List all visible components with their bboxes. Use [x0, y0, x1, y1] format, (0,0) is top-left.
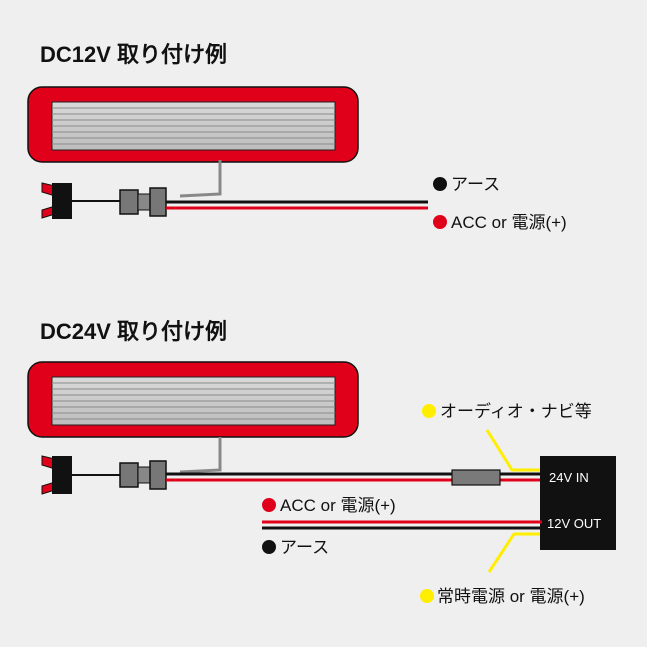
converter-output-label: 12V OUT — [547, 516, 601, 531]
constant-label: 常時電源 or 電源(+) — [437, 587, 585, 606]
converter-input-label: 24V IN — [549, 470, 589, 485]
section-dc24v: DC24V 取り付け例 — [27, 319, 616, 606]
connector-body — [52, 183, 72, 219]
constant-bullet — [420, 589, 434, 603]
acc-label: ACC or 電源(+) — [280, 496, 396, 515]
connector-body — [52, 456, 72, 494]
lamp-cable — [179, 160, 222, 198]
ground-bullet — [262, 540, 276, 554]
led-lamp — [27, 361, 359, 438]
section-title: DC24V 取り付け例 — [40, 319, 227, 344]
lamp-cable — [179, 437, 222, 474]
inline-connector — [119, 460, 167, 490]
acc-bullet — [433, 215, 447, 229]
ground-label: アース — [280, 538, 329, 557]
acc-bullet — [262, 498, 276, 512]
audio-leader-line — [485, 429, 540, 472]
grille-lines — [52, 382, 335, 420]
section-dc12v: DC12V 取り付け例 — [27, 42, 567, 232]
grille-lines — [52, 107, 335, 145]
ground-label: アース — [451, 175, 500, 194]
constant-leader-line — [487, 532, 540, 573]
acc-label: ACC or 電源(+) — [451, 213, 567, 232]
converter-box — [540, 456, 616, 550]
section-title: DC12V 取り付け例 — [40, 42, 227, 67]
audio-label: オーディオ・ナビ等 — [440, 401, 592, 421]
ground-bullet — [433, 177, 447, 191]
audio-bullet — [422, 404, 436, 418]
inline-connector — [119, 187, 167, 217]
led-lamp — [27, 86, 359, 163]
fuse — [451, 469, 501, 486]
left-connector — [41, 182, 72, 219]
left-connector — [41, 455, 72, 495]
